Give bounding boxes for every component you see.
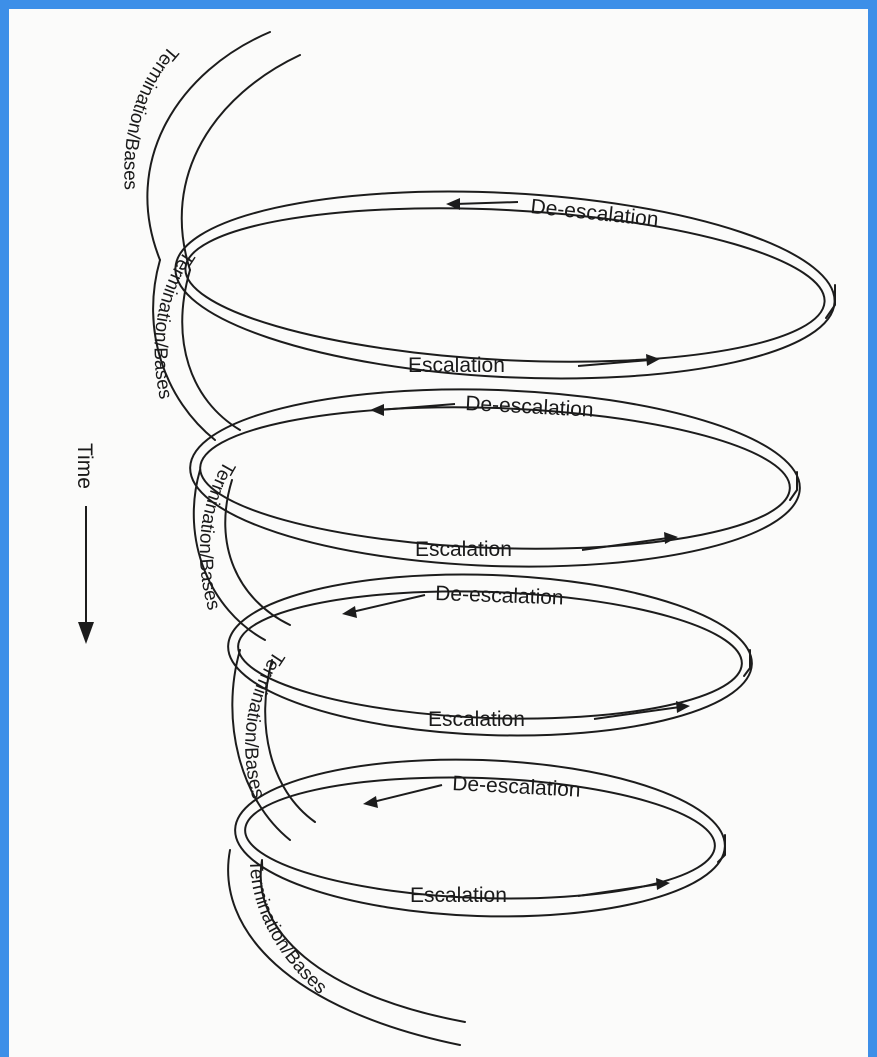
deescalation-4: De-escalation xyxy=(363,772,581,808)
escalation-label-2: Escalation xyxy=(415,538,512,561)
arrow-left-icon xyxy=(446,198,460,210)
spiral-tail-top-inner xyxy=(180,54,301,271)
termination-label-4: Termination/Bases xyxy=(240,647,288,801)
escalation-labels: Escalation Escalation Escalation Escalat… xyxy=(408,354,690,907)
escalation-1: Escalation xyxy=(408,354,660,377)
arrow-down-icon xyxy=(78,622,94,644)
spiral-tail-bottom-outer xyxy=(227,849,461,1046)
spiral-connector-1b xyxy=(181,269,241,431)
arrow-right-icon xyxy=(676,701,690,713)
arrow-left-icon xyxy=(342,606,357,618)
arrow-right-icon xyxy=(664,532,678,544)
deescalation-2: De-escalation xyxy=(370,392,594,422)
deescalation-label-4: De-escalation xyxy=(452,772,581,802)
deescalation-1: De-escalation xyxy=(446,195,660,231)
spiral-bands xyxy=(146,31,836,1046)
deescalation-label-3: De-escalation xyxy=(435,582,564,609)
arrow-right-icon xyxy=(646,354,660,366)
escalation-label-4: Escalation xyxy=(410,884,507,907)
spiral-connector-2b xyxy=(224,479,291,626)
arrow-left-icon xyxy=(370,404,384,416)
escalation-3: Escalation xyxy=(428,701,690,731)
time-label: Time xyxy=(73,443,96,489)
time-axis: Time xyxy=(73,443,96,644)
escalation-4: Escalation xyxy=(410,878,670,907)
spiral-coil-2 xyxy=(189,388,801,568)
spiral-coil-1 xyxy=(174,190,836,380)
escalation-label-1: Escalation xyxy=(408,354,505,377)
escalation-label-3: Escalation xyxy=(428,708,525,731)
spiral-connector-3 xyxy=(231,649,291,841)
arrow-left-icon xyxy=(363,796,378,808)
escalation-2: Escalation xyxy=(415,532,678,561)
spiral-tail-top-outer xyxy=(146,31,271,261)
deescalation-3: De-escalation xyxy=(342,582,564,618)
spiral-tail-bottom-inner xyxy=(259,859,466,1023)
spiral-connector-3b xyxy=(264,659,316,823)
spiral-coil-3 xyxy=(227,573,753,737)
spiral-coil-4 xyxy=(234,758,726,918)
arrow-right-icon xyxy=(656,878,670,890)
spiral-connector-1 xyxy=(152,259,216,441)
spiral-connector-2 xyxy=(192,469,266,641)
